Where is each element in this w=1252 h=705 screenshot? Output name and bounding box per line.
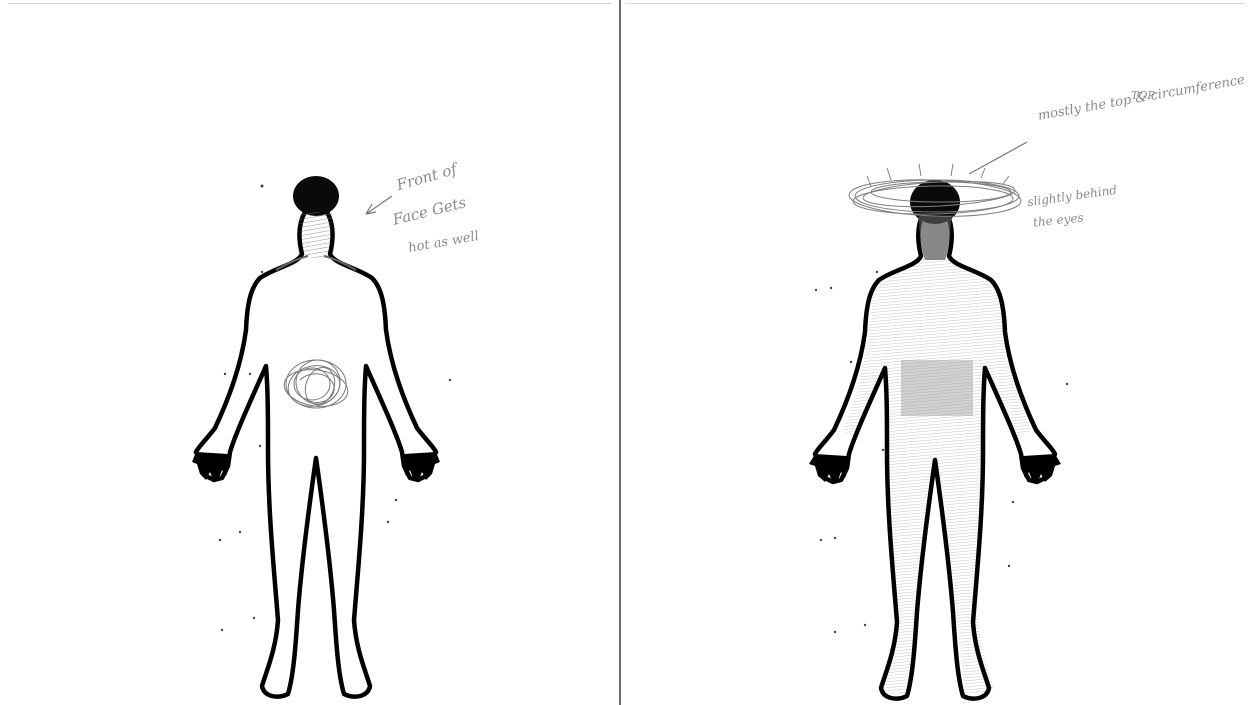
stomach-shading xyxy=(901,360,973,416)
annotation-arrow xyxy=(969,142,1027,174)
neck-shading xyxy=(919,216,951,260)
right-body-figure xyxy=(621,0,1252,705)
neck-shading xyxy=(300,212,332,258)
body-outline xyxy=(196,212,436,697)
annotation-arrow xyxy=(366,196,392,214)
right-drawing-panel: TOP mostly the top & circumference sligh… xyxy=(621,0,1252,705)
stomach-scribble xyxy=(282,360,350,411)
head-shaded xyxy=(293,176,339,216)
left-body-figure xyxy=(0,0,619,705)
left-drawing-panel: Front of Face Gets hot as well xyxy=(0,0,619,705)
